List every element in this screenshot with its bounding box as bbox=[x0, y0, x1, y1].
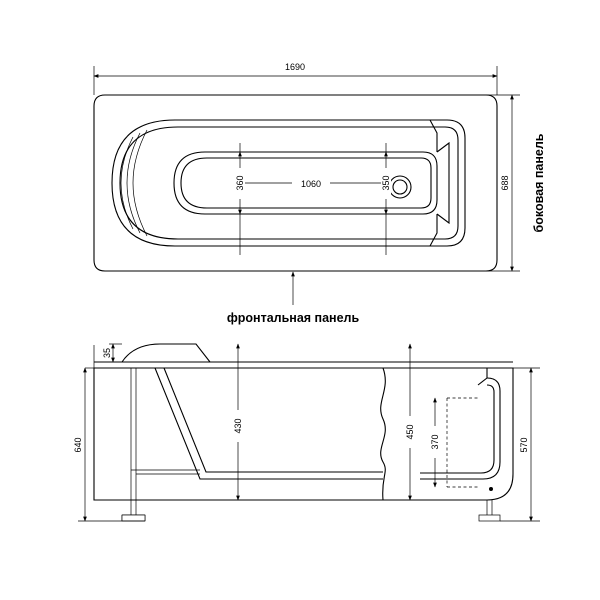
dim-total-height: 640 bbox=[73, 367, 87, 522]
section-break-line bbox=[380, 367, 386, 501]
dim-inner-end: 350 bbox=[381, 151, 391, 215]
tub-bowl-outline bbox=[173, 151, 438, 215]
dim-drain-height: 370 bbox=[430, 397, 441, 488]
tub-rim-contour bbox=[111, 119, 466, 247]
dim-inner-width-value: 360 bbox=[235, 175, 245, 190]
support-frame-left bbox=[121, 368, 200, 522]
dim-body-height-value: 570 bbox=[519, 437, 529, 452]
dim-drain-height-value: 370 bbox=[430, 434, 440, 449]
dim-overall-width: 688 bbox=[500, 94, 514, 272]
dim-overall-length: 1690 bbox=[93, 62, 498, 78]
top-view-inner-extension-lines bbox=[239, 143, 387, 255]
hidden-drain-lines bbox=[446, 397, 478, 488]
front-view-group: 35 640 430 450 37 bbox=[73, 343, 540, 522]
dim-inner-depth-right: 450 bbox=[405, 343, 416, 501]
dim-inner-depth-left-value: 430 bbox=[233, 418, 243, 433]
dim-inner-length-value: 1060 bbox=[301, 179, 321, 189]
dim-inner-end-value: 350 bbox=[381, 175, 391, 190]
bowl-section-right-2 bbox=[420, 384, 495, 474]
dim-total-height-value: 640 bbox=[73, 437, 83, 452]
front-panel-label: фронтальная панель bbox=[227, 311, 360, 325]
bowl-section-right bbox=[420, 377, 501, 480]
dim-inner-depth-left: 430 bbox=[233, 343, 244, 501]
headrest-profile bbox=[121, 343, 211, 363]
dim-rim-thickness: 35 bbox=[102, 343, 115, 363]
headrest-ribs bbox=[120, 129, 148, 237]
tap-platform bbox=[429, 119, 450, 247]
tub-bowl-outline-2 bbox=[180, 157, 432, 209]
dim-inner-depth-right-value: 450 bbox=[405, 424, 415, 439]
tap-ledge-detail bbox=[477, 368, 488, 386]
bowl-section-left bbox=[154, 367, 383, 480]
dim-inner-width: 360 bbox=[235, 151, 245, 215]
drain-hole bbox=[388, 175, 412, 199]
side-panel-label: боковая панель bbox=[532, 133, 546, 232]
drain-fitting-dot bbox=[489, 487, 493, 491]
dim-inner-length: 1060 bbox=[239, 178, 387, 189]
dim-overall-width-value: 688 bbox=[500, 175, 510, 190]
bowl-section-left-2 bbox=[163, 367, 383, 473]
dim-body-height: 570 bbox=[519, 367, 533, 522]
support-frame-right bbox=[478, 500, 501, 522]
top-view-group: 1690 688 bbox=[93, 62, 546, 325]
tub-body-outline bbox=[93, 367, 514, 501]
dim-rim-thickness-value: 35 bbox=[102, 348, 112, 358]
dim-overall-length-value: 1690 bbox=[285, 62, 305, 72]
front-view-extension-lines bbox=[78, 343, 540, 522]
